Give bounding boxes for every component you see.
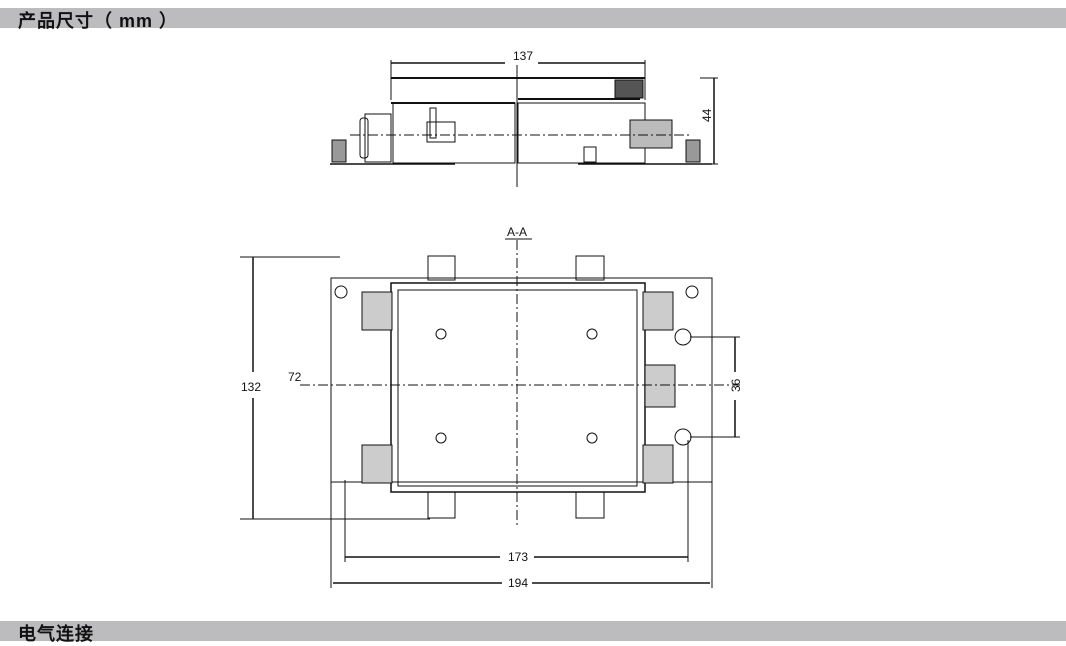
dim-137: 137: [513, 49, 533, 63]
section-header-dimensions: 产品尺寸（ mm ）: [0, 8, 1066, 31]
section-title: 电气连接: [18, 624, 94, 644]
dim-36: 36: [729, 378, 743, 392]
section-header-wiring: 电气连接: [0, 621, 1066, 644]
dim-173: 173: [508, 550, 528, 564]
view-marker: A-A: [507, 225, 527, 239]
dim-194: 194: [508, 576, 528, 590]
dim-132: 132: [241, 380, 261, 394]
section-title: 产品尺寸（ mm ）: [18, 11, 179, 31]
dim-72: 72: [288, 370, 302, 384]
top-view: 132 72 36 173 194: [240, 240, 743, 590]
dim-44: 44: [700, 108, 714, 122]
side-view: 137 44: [330, 49, 718, 187]
